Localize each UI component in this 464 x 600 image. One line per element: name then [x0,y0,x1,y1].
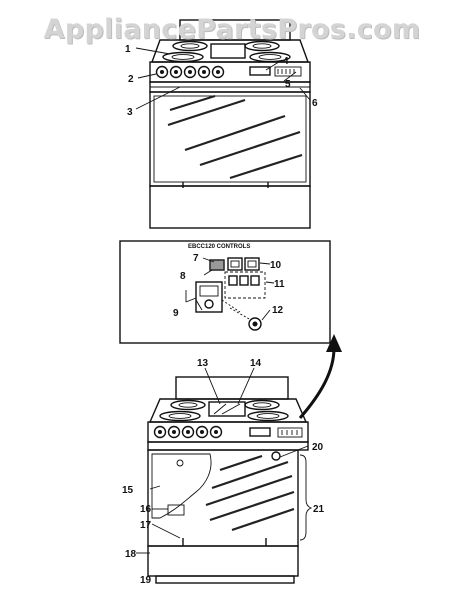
callout-15: 15 [122,485,134,496]
callout-3: 3 [127,107,133,118]
callout-5: 5 [285,79,291,90]
callout-9: 9 [173,308,179,319]
callout-12: 12 [272,305,284,316]
callout-19: 19 [140,575,152,586]
callout-13: 13 [197,358,209,369]
callout-21: 21 [313,504,325,515]
bottom-callout-leaders [136,367,309,554]
callout-6: 6 [312,98,318,109]
top-range-illustration [149,19,311,229]
callout-7: 7 [193,253,199,264]
watermark-text: AppliancePartsPros.com [43,14,421,45]
callout-1: 1 [125,44,131,55]
callout-4: 4 [283,56,289,67]
curved-arrow [298,334,342,419]
callout-14: 14 [250,358,262,369]
callout-2: 2 [128,74,134,85]
callout-labels: 1 2 3 4 5 6 7 8 9 10 11 12 13 14 15 16 1… [122,44,325,586]
callout-18: 18 [125,549,137,560]
callout-10: 10 [270,260,282,271]
callout-16: 16 [140,504,152,515]
inset-title: EBCC120 CONTROLS [188,244,250,250]
callout-20: 20 [312,442,324,453]
callout-17: 17 [140,520,152,531]
callout-8: 8 [180,271,186,282]
bottom-range-illustration [147,376,313,584]
controls-inset-box [119,240,331,344]
top-callout-leaders [135,47,311,110]
callout-11: 11 [274,279,285,290]
